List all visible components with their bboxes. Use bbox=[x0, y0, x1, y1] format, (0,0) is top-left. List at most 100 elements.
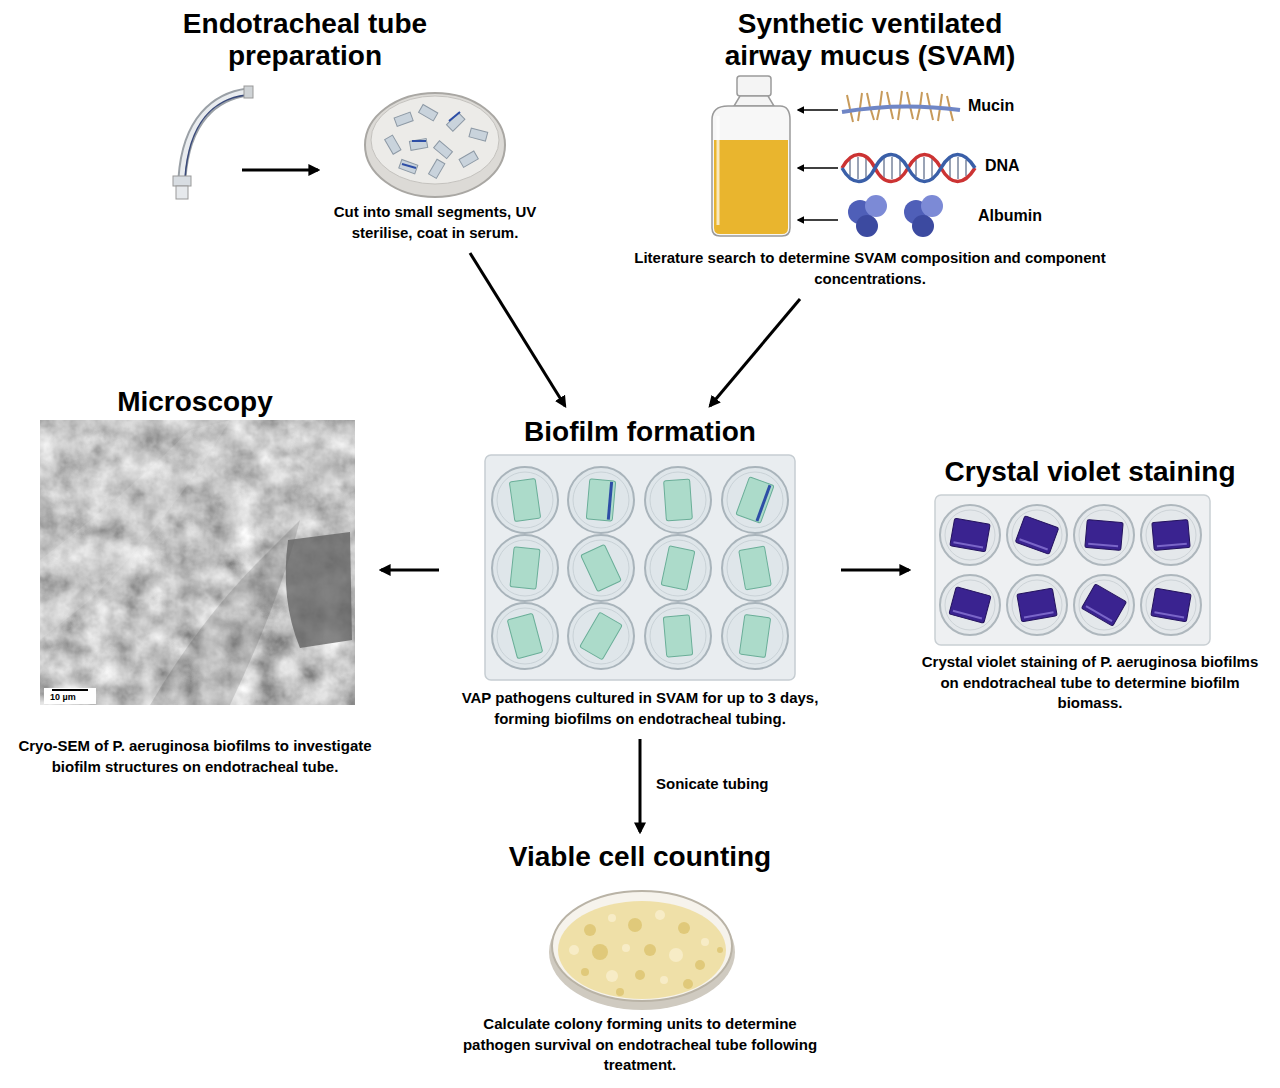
crystal-violet-plate bbox=[1074, 575, 1134, 635]
process-arrow bbox=[242, 170, 318, 171]
colony-plate bbox=[549, 891, 735, 1010]
biofilm-well-plate bbox=[739, 614, 770, 657]
biofilm-well-plate bbox=[664, 479, 693, 521]
tube-segments-dish bbox=[365, 93, 505, 197]
tube-segments-dish bbox=[394, 112, 413, 126]
scale-bar-label: 10 µm bbox=[50, 692, 76, 702]
flow-arrow bbox=[841, 569, 909, 572]
crystal-violet-plate bbox=[1141, 575, 1201, 635]
crystal-violet-plate bbox=[950, 518, 990, 552]
flow-arrow bbox=[710, 299, 800, 406]
colony-plate bbox=[635, 970, 645, 980]
biofilm-well-plate bbox=[736, 477, 774, 523]
tube-segments-dish bbox=[429, 159, 445, 178]
crystal-violet-plate bbox=[935, 495, 1210, 645]
sem-micrograph bbox=[150, 520, 300, 705]
biofilm-well-plate bbox=[661, 546, 695, 591]
colony-plate bbox=[581, 968, 589, 976]
component-label: DNA bbox=[985, 157, 1020, 175]
colony-plate bbox=[558, 901, 726, 999]
tube-segments-dish bbox=[402, 164, 416, 168]
crystal-violet-plate bbox=[1081, 584, 1126, 626]
media-bottle bbox=[737, 76, 771, 96]
component-arrows bbox=[798, 109, 838, 111]
colony-plate bbox=[606, 970, 618, 982]
stage-panel: Endotracheal tube preparationCut into sm… bbox=[150, 5, 560, 247]
stage-panel: Synthetic ventilated airway mucus (SVAM)… bbox=[625, 5, 1115, 293]
flow-arrow bbox=[381, 569, 439, 572]
stage-panel: Crystal violet stainingCrystal violet st… bbox=[915, 456, 1265, 718]
process-arrow bbox=[242, 169, 318, 172]
endotracheal-tube bbox=[244, 86, 253, 98]
stage-caption: Crystal violet staining of P. aeruginosa… bbox=[915, 652, 1265, 714]
biofilm-well-plate bbox=[485, 455, 795, 680]
colony-plate bbox=[660, 976, 668, 984]
stage-panel: Viable cell countingCalculate colony for… bbox=[450, 838, 830, 1080]
albumin-icon bbox=[848, 195, 943, 237]
biofilm-well-plate bbox=[509, 478, 540, 521]
endotracheal-tube bbox=[182, 92, 248, 178]
mucin-icon bbox=[842, 91, 960, 122]
colony-plate bbox=[683, 979, 693, 989]
sem-micrograph bbox=[40, 420, 230, 640]
colony-plate bbox=[628, 918, 642, 932]
biofilm-well-plate bbox=[722, 535, 788, 601]
colony-plate bbox=[552, 891, 732, 1001]
sem-micrograph bbox=[52, 689, 88, 691]
biofilm-well-plate bbox=[722, 603, 788, 669]
stage-panel: MicroscopyCryo-SEM of P. aeruginosa biof… bbox=[15, 382, 375, 781]
colony-plate bbox=[608, 914, 616, 922]
media-bottle bbox=[712, 106, 790, 236]
tube-segments-dish bbox=[365, 93, 505, 197]
media-bottle bbox=[714, 140, 788, 234]
tube-segments-dish bbox=[419, 105, 438, 121]
endotracheal-tube bbox=[173, 86, 253, 199]
tube-segments-dish bbox=[371, 96, 499, 184]
crystal-violet-plate bbox=[940, 505, 1000, 565]
biofilm-well-plate bbox=[492, 603, 558, 669]
colony-plate bbox=[678, 922, 690, 934]
biofilm-well-plate bbox=[645, 535, 711, 601]
colony-plate bbox=[616, 988, 624, 996]
biofilm-well-plate bbox=[492, 535, 558, 601]
crystal-violet-plate bbox=[1152, 519, 1190, 550]
crystal-violet-plate bbox=[940, 575, 1000, 635]
tube-segments-dish bbox=[447, 113, 465, 131]
biofilm-well-plate bbox=[507, 613, 542, 658]
tube-segments-dish bbox=[469, 128, 488, 141]
component-label: Mucin bbox=[968, 97, 1014, 115]
stage-caption: Cryo-SEM of P. aeruginosa biofilms to in… bbox=[15, 736, 375, 777]
crystal-violet-plate bbox=[1074, 505, 1134, 565]
biofilm-well-plate bbox=[581, 544, 621, 591]
flow-arrow bbox=[470, 253, 565, 406]
biofilm-well-plate bbox=[568, 467, 634, 533]
component-arrows bbox=[798, 110, 838, 220]
biofilm-well-plate bbox=[645, 467, 711, 533]
tube-segments-dish bbox=[459, 151, 478, 167]
dna-icon bbox=[842, 155, 975, 182]
biofilm-well-plate bbox=[568, 535, 634, 601]
colony-plate bbox=[644, 944, 656, 956]
crystal-violet-plate bbox=[935, 495, 1210, 645]
stage-title: Synthetic ventilated airway mucus (SVAM) bbox=[705, 8, 1035, 72]
crystal-violet-plate bbox=[949, 587, 991, 623]
crystal-violet-plate bbox=[1015, 516, 1058, 555]
endotracheal-tube bbox=[182, 92, 248, 178]
media-bottle bbox=[717, 116, 720, 225]
endotracheal-tube bbox=[185, 95, 246, 178]
biofilm-well-plate bbox=[663, 615, 692, 657]
tube-segments-dish bbox=[385, 135, 401, 154]
biofilm-well-plate bbox=[739, 546, 772, 590]
stage-panel: Biofilm formationVAP pathogens cultured … bbox=[445, 412, 835, 733]
mucin-icon bbox=[842, 106, 960, 112]
crystal-violet-plate bbox=[1085, 519, 1123, 550]
biofilm-well-plate bbox=[568, 603, 634, 669]
stage-title: Microscopy bbox=[15, 386, 375, 418]
stage-title: Viable cell counting bbox=[450, 841, 830, 873]
colony-plate bbox=[695, 960, 705, 970]
colony-plate bbox=[569, 945, 579, 955]
tube-segments-dish bbox=[409, 138, 427, 150]
stage-title: Biofilm formation bbox=[445, 416, 835, 448]
